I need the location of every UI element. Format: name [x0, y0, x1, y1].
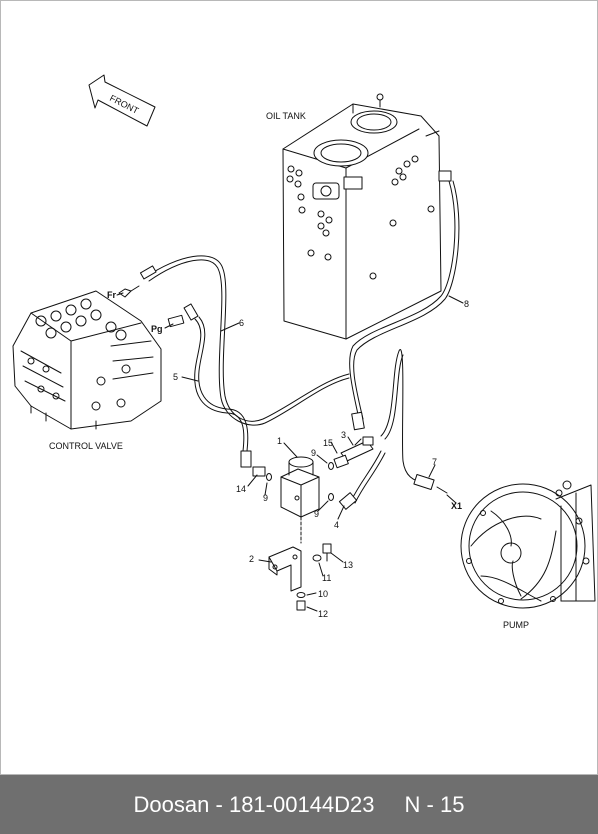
footer-separator: -	[215, 791, 223, 817]
oil-tank	[282, 93, 442, 340]
diagram-frame: FRONT OIL TANK CONTROL VALVE PUMP Fr Pg …	[0, 0, 598, 775]
solenoid-valve	[280, 456, 320, 544]
port-fr-label: Fr	[107, 290, 116, 300]
footer-bar: Doosan - 181-00144D23 N - 15	[0, 775, 598, 834]
hose-5	[183, 303, 252, 468]
port-x1-label: X1	[451, 501, 462, 511]
port-pg-label: Pg	[151, 324, 163, 334]
callout-9-a: 9	[311, 448, 316, 458]
hose-7	[380, 349, 448, 494]
fitting-14	[252, 466, 266, 477]
pg-port-fitting	[167, 314, 185, 328]
callout-7: 7	[432, 457, 437, 467]
hose-8	[349, 170, 460, 431]
callout-11: 11	[322, 573, 331, 583]
hydraulic-diagram: FRONT OIL TANK CONTROL VALVE PUMP Fr Pg …	[12, 74, 596, 630]
fr-port-fitting	[118, 285, 140, 298]
callout-12: 12	[318, 609, 328, 619]
o-ring-9-a	[328, 462, 334, 470]
callout-6: 6	[239, 318, 244, 328]
footer-page: N - 15	[404, 791, 465, 817]
fitting-15	[333, 454, 349, 469]
callout-10: 10	[318, 589, 328, 599]
hose-to-fitting-4	[338, 450, 386, 510]
callout-3: 3	[341, 430, 346, 440]
leader-lines	[116, 292, 464, 612]
washer-11	[312, 554, 322, 562]
callout-13: 13	[343, 560, 353, 570]
callout-9-c: 9	[314, 509, 319, 519]
hose-6	[139, 255, 350, 426]
footer-part-number: 181-00144D23	[228, 791, 375, 817]
oil-tank-label: OIL TANK	[266, 111, 306, 121]
bolt-13	[322, 543, 332, 562]
mounting-bracket	[268, 546, 302, 592]
callout-5: 5	[173, 372, 178, 382]
control-valve-label: CONTROL VALVE	[49, 441, 123, 451]
callout-8: 8	[464, 299, 469, 309]
o-ring-9-c	[328, 493, 334, 501]
footer-brand: Doosan	[133, 791, 210, 817]
pump	[460, 480, 596, 609]
callout-14: 14	[236, 484, 246, 494]
callout-4: 4	[334, 520, 339, 530]
pump-label: PUMP	[503, 620, 529, 630]
control-valve	[12, 290, 162, 430]
callout-2: 2	[249, 554, 254, 564]
bolt-12	[296, 600, 306, 611]
callout-15: 15	[323, 438, 333, 448]
front-arrow-icon	[88, 74, 156, 127]
o-ring-9-b	[266, 473, 272, 481]
washer-10	[296, 592, 306, 598]
callout-9-b: 9	[263, 493, 268, 503]
callout-1: 1	[277, 436, 282, 446]
